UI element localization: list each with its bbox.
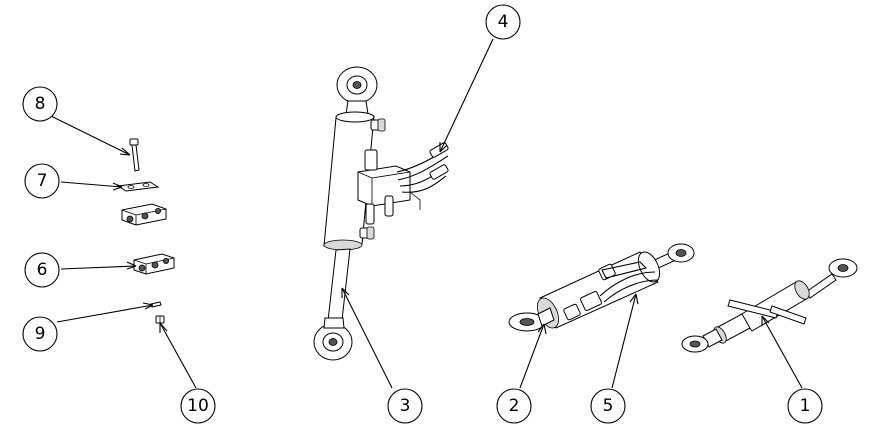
balloon-6: 6 <box>24 252 60 288</box>
part-6-clamp-block <box>133 253 175 275</box>
balloon-2: 2 <box>496 388 532 424</box>
svg-text:1: 1 <box>800 396 811 416</box>
leader-1 <box>761 315 803 389</box>
svg-text:5: 5 <box>603 396 614 416</box>
part-3-vertical-cylinder <box>313 66 449 361</box>
leader-4 <box>439 38 494 153</box>
svg-text:10: 10 <box>187 396 209 416</box>
leader-10 <box>159 322 197 389</box>
svg-text:8: 8 <box>35 94 46 114</box>
svg-text:3: 3 <box>400 396 411 416</box>
leader-2 <box>519 323 545 389</box>
part-7-plate <box>116 181 160 192</box>
balloon-3: 3 <box>387 388 423 424</box>
svg-text:4: 4 <box>498 12 509 32</box>
part-8-bolt <box>129 138 140 172</box>
svg-text:2: 2 <box>509 396 520 416</box>
part-2-horizontal-cylinder <box>508 243 695 332</box>
svg-text:7: 7 <box>37 171 48 191</box>
balloon-4: 4 <box>485 4 521 40</box>
leader-6 <box>60 265 137 270</box>
part-10-nut <box>155 315 165 324</box>
balloon-8: 8 <box>22 86 58 122</box>
balloon-7: 7 <box>24 163 60 199</box>
balloon-9: 9 <box>22 316 58 352</box>
leader-3 <box>341 287 393 389</box>
balloon-10: 10 <box>180 388 216 424</box>
leader-lines <box>50 38 803 389</box>
balloon-1: 1 <box>787 388 823 424</box>
svg-text:6: 6 <box>37 260 48 280</box>
leader-8 <box>50 115 131 156</box>
balloon-5: 5 <box>590 388 626 424</box>
leader-5 <box>611 293 637 389</box>
leader-9 <box>56 304 154 323</box>
leader-7 <box>60 181 123 188</box>
svg-text:9: 9 <box>35 324 46 344</box>
part-1-rod-assembly <box>681 258 858 353</box>
clamp-block-upper <box>121 203 167 226</box>
